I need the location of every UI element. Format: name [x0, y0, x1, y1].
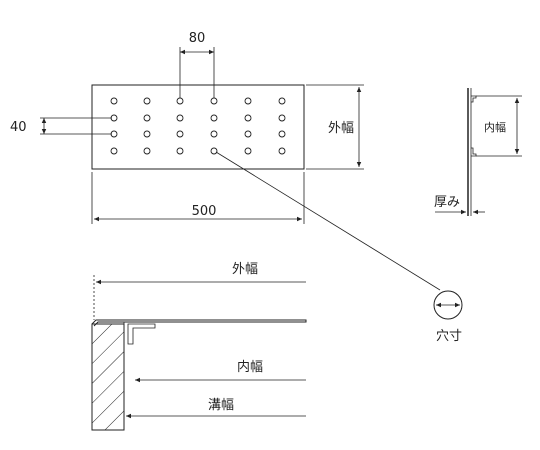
pitch-x-dimension: 80: [179, 31, 215, 98]
section-groove-width-label: 溝幅: [208, 398, 234, 413]
section-outer-width-label: 外幅: [232, 262, 258, 277]
hole: [244, 130, 252, 138]
hole-detail: 穴寸: [433, 290, 463, 344]
hole: [143, 147, 151, 155]
hole: [143, 114, 151, 122]
hole: [176, 114, 184, 122]
side-view: 内幅 厚み: [434, 88, 522, 216]
hole-size-label: 穴寸: [436, 329, 462, 344]
section-inner-width-label: 内幅: [237, 359, 263, 375]
hole: [110, 97, 118, 105]
plate-outline: [91, 84, 305, 170]
hole: [176, 97, 184, 105]
length-dimension: 500: [91, 172, 305, 224]
wall-hatch: [91, 323, 125, 431]
hole: [244, 97, 252, 105]
pitch-y-value: 40: [10, 120, 27, 135]
thickness-label: 厚み: [434, 195, 460, 210]
hole: [176, 130, 184, 138]
hole: [176, 147, 184, 155]
hole: [278, 147, 286, 155]
hole-grid: [110, 97, 286, 155]
outer-width-label: 外幅: [328, 121, 354, 136]
hole: [110, 147, 118, 155]
hole: [278, 114, 286, 122]
hole: [244, 147, 252, 155]
inner-width-label: 内幅: [484, 120, 506, 134]
hole: [244, 114, 252, 122]
length-value: 500: [192, 204, 217, 219]
pitch-y-dimension: 40: [10, 117, 112, 135]
hole: [210, 114, 218, 122]
hole: [278, 130, 286, 138]
pitch-x-value: 80: [189, 31, 206, 46]
hole: [143, 130, 151, 138]
plate-top-view: 80 40 500 外幅: [10, 31, 441, 291]
hole: [278, 97, 286, 105]
hole: [210, 147, 218, 155]
hole: [143, 97, 151, 105]
hole: [210, 130, 218, 138]
hole: [210, 97, 218, 105]
hole-leader-line: [215, 151, 441, 291]
outer-width-dimension: 外幅: [306, 84, 364, 170]
section-view: 外幅 内幅 溝幅: [91, 262, 307, 431]
